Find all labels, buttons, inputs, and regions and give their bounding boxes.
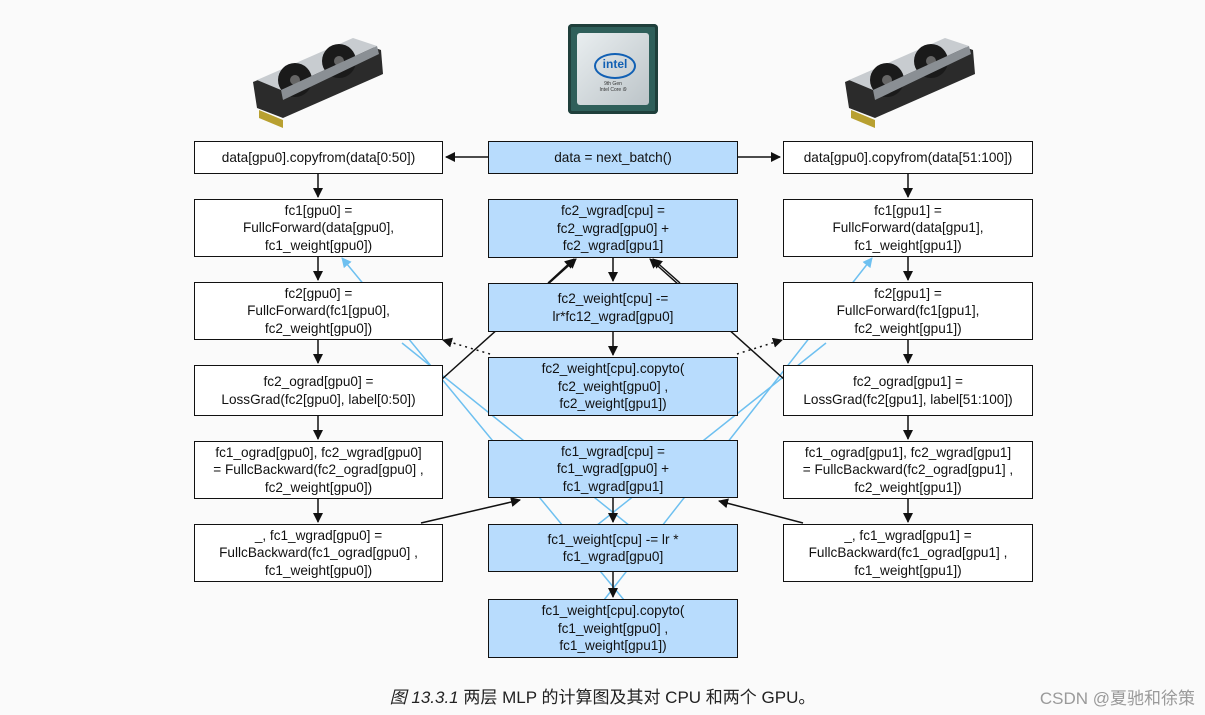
intel-logo-text: intel	[602, 57, 628, 71]
node-center-fc1-wgrad: fc1_wgrad[cpu] = fc1_wgrad[gpu0] + fc1_w…	[488, 440, 738, 498]
node-left-loss: fc2_ograd[gpu0] = LossGrad(fc2[gpu0], la…	[194, 365, 443, 416]
node-right-fc1: fc1[gpu1] = FullcForward(data[gpu1], fc1…	[783, 199, 1033, 257]
edge-fc2copy-to-right-fc2	[736, 337, 783, 355]
node-center-fc2-update: fc2_weight[cpu] -= lr*fc12_wgrad[gpu0]	[488, 283, 738, 332]
node-center-fc1-copy: fc1_weight[cpu].copyto( fc1_weight[gpu0]…	[488, 599, 738, 658]
gpu-card-icon	[253, 38, 383, 128]
node-left-copy: data[gpu0].copyfrom(data[0:50])	[194, 141, 443, 174]
node-right-copy: data[gpu0].copyfrom(data[51:100])	[783, 141, 1033, 174]
node-right-bwd2: fc1_ograd[gpu1], fc2_wgrad[gpu1] = Fullc…	[783, 441, 1033, 499]
watermark: CSDN @夏驰和徐策	[1039, 689, 1195, 708]
edge-up-right-small	[652, 258, 681, 284]
cpu-chip-line2: Intel Core i9	[599, 87, 627, 93]
intel-logo: intel	[594, 53, 636, 79]
node-center-next-batch: data = next_batch()	[488, 141, 738, 174]
figure-caption-text: 两层 MLP 的计算图及其对 CPU 和两个 GPU。	[458, 688, 816, 707]
figure-caption: 图 13.3.1 两层 MLP 的计算图及其对 CPU 和两个 GPU。	[0, 683, 1205, 708]
node-left-bwd2: fc1_ograd[gpu0], fc2_wgrad[gpu0] = Fullc…	[194, 441, 443, 499]
node-center-fc2-wgrad: fc2_wgrad[cpu] = fc2_wgrad[gpu0] + fc2_w…	[488, 199, 738, 258]
edge-fc2copy-to-left-fc2	[442, 337, 491, 355]
gpu-card-icon	[845, 38, 975, 128]
node-left-fc1: fc1[gpu0] = FullcForward(data[gpu0], fc1…	[194, 199, 443, 257]
dotted-edges	[442, 337, 783, 355]
node-right-fc2: fc2[gpu1] = FullcForward(fc1[gpu1], fc2_…	[783, 282, 1033, 340]
node-right-bwd1: _, fc1_wgrad[gpu1] = FullcBackward(fc1_o…	[783, 524, 1033, 582]
node-center-fc1-update: fc1_weight[cpu] -= lr * fc1_wgrad[gpu0]	[488, 524, 738, 572]
node-left-bwd1: _, fc1_wgrad[gpu0] = FullcBackward(fc1_o…	[194, 524, 443, 582]
figure-number: 图 13.3.1	[389, 688, 459, 707]
node-left-fc2: fc2[gpu0] = FullcForward(fc1[gpu0], fc2_…	[194, 282, 443, 340]
node-right-loss: fc2_ograd[gpu1] = LossGrad(fc2[gpu1], la…	[783, 365, 1033, 416]
cpu-chip-line1: 9th Gen	[604, 81, 622, 87]
edge-right-bwd1-to-fc1-wgrad	[718, 498, 804, 524]
edge-up-left-small	[547, 258, 575, 284]
edge-left-bwd1-to-fc1-wgrad	[420, 497, 521, 524]
node-center-fc2-copy: fc2_weight[cpu].copyto( fc2_weight[gpu0]…	[488, 357, 738, 416]
